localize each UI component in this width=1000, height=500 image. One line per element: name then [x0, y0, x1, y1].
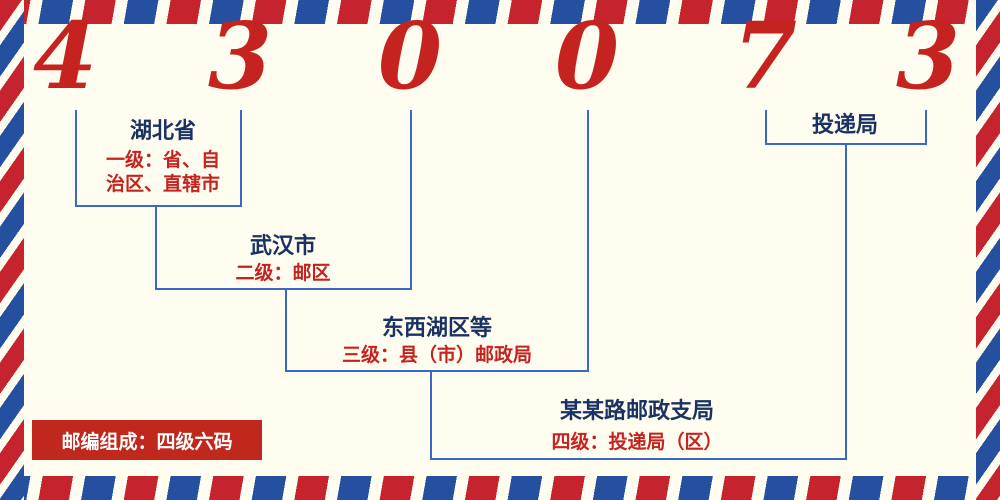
level4-desc: 四级：投递局（区） — [551, 431, 723, 453]
footer-composition-box: 邮编组成：四级六码 — [32, 420, 262, 460]
level4-name: 某某路邮政支局 — [559, 399, 715, 424]
level1-name: 湖北省 — [129, 119, 197, 144]
postal-digit-3: 0 — [377, 2, 442, 110]
connector-line — [587, 110, 589, 372]
connector-line — [75, 205, 242, 207]
level2-name: 武汉市 — [249, 234, 317, 259]
connector-line — [430, 458, 847, 460]
footer-composition-text: 邮编组成：四级六码 — [61, 430, 233, 453]
connector-line — [75, 110, 77, 207]
level2-desc: 二级：邮区 — [235, 262, 331, 284]
postal-digit-4: 0 — [554, 2, 619, 110]
connector-line — [845, 143, 847, 460]
connector-line — [430, 370, 432, 458]
delivery-bureau-label: 投递局 — [811, 113, 879, 138]
connector-line — [765, 143, 927, 145]
connector-line — [155, 288, 412, 290]
connector-line — [765, 110, 767, 145]
postal-digit-2: 3 — [207, 2, 272, 110]
postal-digit-1: 4 — [32, 2, 97, 110]
airmail-border-bottom — [0, 476, 1000, 500]
level3-name: 东西湖区等 — [381, 316, 493, 341]
airmail-border-left — [0, 0, 24, 500]
connector-line — [240, 110, 242, 207]
airmail-border-right — [976, 0, 1000, 500]
connector-line — [410, 110, 412, 290]
connector-line — [285, 370, 589, 372]
level1-desc-line1: 一级：省、自 — [105, 149, 221, 171]
postal-digit-6: 3 — [895, 2, 960, 110]
level1-desc-line2: 治区、直辖市 — [105, 173, 221, 195]
postal-digit-5: 7 — [732, 2, 797, 110]
level3-desc: 三级：县（市）邮政局 — [341, 344, 533, 366]
connector-line — [155, 205, 157, 290]
connector-line — [925, 110, 927, 145]
connector-line — [285, 288, 287, 372]
airmail-border-top — [0, 0, 1000, 24]
